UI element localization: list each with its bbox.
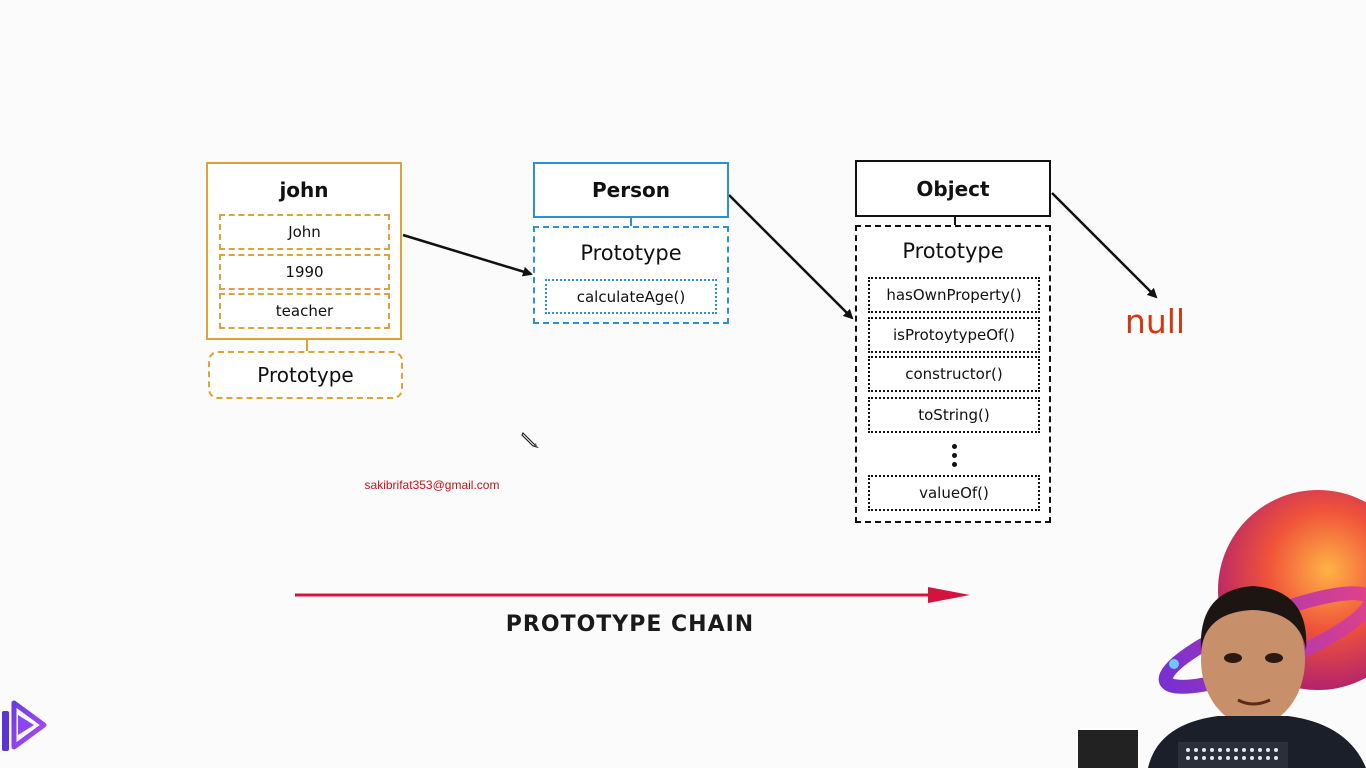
- object-methods-ellipsis: [945, 438, 963, 472]
- person-title: Person: [533, 162, 729, 218]
- object-method-value-of: valueOf(): [868, 475, 1040, 511]
- object-method-to-string: toString(): [868, 397, 1040, 433]
- pencil-cursor-icon: [521, 431, 539, 449]
- null-label: null: [1124, 301, 1186, 341]
- john-field-job: teacher: [219, 293, 390, 329]
- arrow-person-to-object: [728, 194, 854, 320]
- john-field-name: John: [219, 214, 390, 250]
- object-prototype-box: [855, 225, 1051, 523]
- person-prototype-box: [533, 226, 729, 324]
- john-title: john: [279, 178, 329, 202]
- prototype-chain-label: PROTOTYPE CHAIN: [505, 611, 755, 637]
- arrow-object-to-null: [1051, 192, 1158, 299]
- watermark-email: sakibrifat353@gmail.com: [364, 478, 500, 492]
- brand-logo-icon: [2, 700, 47, 751]
- person-method-calculate-age: calculateAge(): [545, 279, 717, 314]
- john-field-birthyear: 1990: [219, 254, 390, 290]
- arrow-john-to-person: [402, 233, 533, 277]
- object-prototype-label: Prototype: [902, 239, 1004, 263]
- john-prototype-box: Prototype: [208, 351, 403, 399]
- prototype-chain-arrow-head: [928, 587, 970, 603]
- object-title: Object: [855, 160, 1051, 217]
- person-prototype-label: Prototype: [580, 241, 682, 265]
- presenter-webcam: [1078, 480, 1366, 768]
- object-method-is-prototype-of: isProtoytypeOf(): [868, 317, 1040, 353]
- object-method-has-own-property: hasOwnProperty(): [868, 277, 1040, 313]
- object-method-constructor: constructor(): [868, 356, 1040, 392]
